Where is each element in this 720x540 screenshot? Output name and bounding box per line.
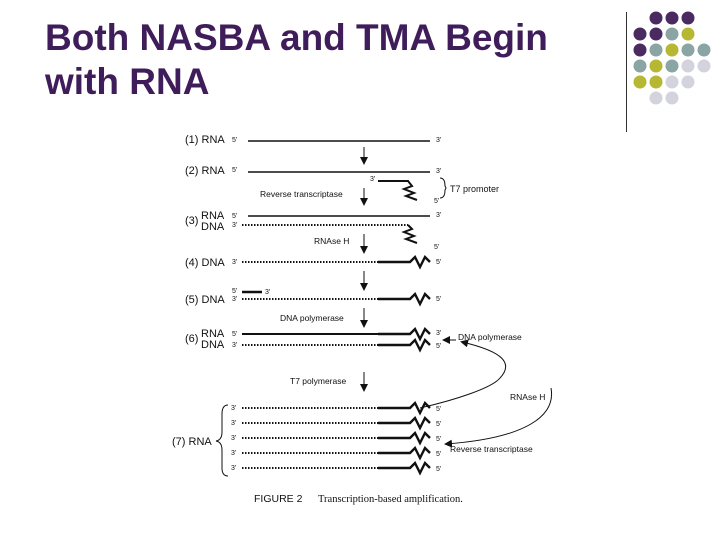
step-3-rna-label: RNA <box>201 210 225 222</box>
step-7-row-5-three-prime: 3' <box>231 465 236 472</box>
step-3-three-prime-right: 3' <box>436 212 441 219</box>
step-7-row-1-promoter <box>378 400 431 416</box>
step-7-row-4-promoter <box>378 445 431 461</box>
decorative-dot <box>665 11 679 25</box>
step-1-three-prime: 3' <box>436 137 441 144</box>
step-7-row-2-promoter <box>378 415 431 431</box>
step-4-three-prime: 3' <box>232 259 237 266</box>
step-5-five-prime: 5' <box>436 296 441 303</box>
rnase-h-side-label: RNAse H <box>510 392 545 402</box>
step-7-row-2-three-prime: 3' <box>231 420 236 427</box>
step-2-three-prime: 3' <box>436 168 441 175</box>
step-6-five-prime-left: 5' <box>232 331 237 338</box>
t7-polymerase-label: T7 polymerase <box>290 376 346 386</box>
step-6-rna-label: RNA <box>201 328 225 340</box>
decorative-dot <box>665 43 679 57</box>
step-1-five-prime: 5' <box>232 137 237 144</box>
step-7-row-3-promoter <box>378 430 431 446</box>
decorative-dot <box>681 59 695 73</box>
step-3-tail-five-prime: 5' <box>434 244 439 251</box>
step-5-three-prime: 3' <box>232 296 237 303</box>
step-6-dna-label: DNA <box>201 339 225 351</box>
step-7-row-1-five-prime: 5' <box>436 406 441 413</box>
decorative-dot <box>649 59 663 73</box>
step-7-row-4-five-prime: 5' <box>436 451 441 458</box>
decorative-dot <box>649 11 663 25</box>
title-line-2: with RNA <box>45 61 210 102</box>
step-6-top-promoter <box>378 326 431 342</box>
step-5-label: (5) DNA <box>185 294 225 306</box>
step-7-row-1-three-prime: 3' <box>231 405 236 412</box>
step-3-promoter-tail <box>401 224 418 244</box>
decorative-dot <box>649 91 663 105</box>
decorative-dot <box>665 27 679 41</box>
slide-title: Both NASBA and TMA Begin with RNA <box>45 16 605 104</box>
step-5-primer-five-prime: 5' <box>232 288 237 295</box>
decorative-dot <box>633 59 647 73</box>
step-3-dna-label: DNA <box>201 221 225 233</box>
step-7-row-4-three-prime: 3' <box>231 450 236 457</box>
decorative-dot <box>665 59 679 73</box>
step-2-primer-three-prime: 3' <box>370 176 375 183</box>
step-3-five-prime: 5' <box>232 213 237 220</box>
figure-number: FIGURE 2 <box>254 493 303 505</box>
decorative-dot <box>665 91 679 105</box>
decorative-dot <box>697 43 711 57</box>
step-7-rna-copies: 3' 5' 3' 5' 3' 5' 3' 5' 3' 5' <box>231 400 441 476</box>
decorative-dot <box>649 27 663 41</box>
title-line-1: Both NASBA and TMA Begin <box>45 17 548 58</box>
step-1-label: (1) RNA <box>185 134 225 146</box>
step-7-row-2-five-prime: 5' <box>436 421 441 428</box>
step-7-row-5-promoter <box>378 460 431 476</box>
decorative-dot <box>633 27 647 41</box>
decorative-dot <box>649 43 663 57</box>
figure-caption: Transcription-based amplification. <box>318 494 463 505</box>
step-6-bottom-promoter <box>378 337 431 353</box>
step-4-promoter <box>378 254 431 270</box>
reverse-transcriptase-label: Reverse transcriptase <box>260 189 343 199</box>
step-7-brace <box>215 404 229 477</box>
decorative-dot <box>633 75 647 89</box>
step-6-three-prime-right: 3' <box>436 330 441 337</box>
rnase-h-label: RNAse H <box>314 236 349 246</box>
dna-polymerase-label: DNA polymerase <box>280 313 344 323</box>
step-4-label: (4) DNA <box>185 257 225 269</box>
step-6-five-prime-right: 5' <box>436 343 441 350</box>
dna-polymerase-side-label: DNA polymerase <box>458 332 522 342</box>
step-4-five-prime: 5' <box>436 259 441 266</box>
decorative-dot <box>681 75 695 89</box>
title-divider <box>626 12 627 132</box>
step-6-label: (6) <box>185 333 198 345</box>
step-2-label: (2) RNA <box>185 165 225 177</box>
step-2-five-prime: 5' <box>232 167 237 174</box>
reverse-transcriptase-side-label: Reverse transcriptase <box>450 444 533 454</box>
t7-promoter-bracket <box>439 177 447 199</box>
decorative-dot <box>681 43 695 57</box>
step-7-row-5-five-prime: 5' <box>436 466 441 473</box>
decorative-dot <box>665 75 679 89</box>
step-5-promoter <box>378 291 431 307</box>
step-6-three-prime-left: 3' <box>232 342 237 349</box>
step-7-label: (7) RNA <box>172 436 212 448</box>
step-7-row-3-three-prime: 3' <box>231 435 236 442</box>
decorative-dot <box>681 11 695 25</box>
step-2-primer <box>378 180 418 201</box>
cycle-arrow-top <box>419 339 506 409</box>
step-3-label: (3) <box>185 215 198 227</box>
cycle-arrow-bottom <box>444 387 553 448</box>
decorative-dot <box>697 59 711 73</box>
decorative-dot <box>649 75 663 89</box>
step-3-three-prime-left: 3' <box>232 222 237 229</box>
decorative-dot <box>633 43 647 57</box>
t7-promoter-label: T7 promoter <box>450 184 499 194</box>
decorative-dot <box>681 27 695 41</box>
step-5-primer-three-prime: 3' <box>265 289 270 296</box>
step-7-row-3-five-prime: 5' <box>436 436 441 443</box>
step-2-primer-five-prime: 5' <box>434 198 439 205</box>
